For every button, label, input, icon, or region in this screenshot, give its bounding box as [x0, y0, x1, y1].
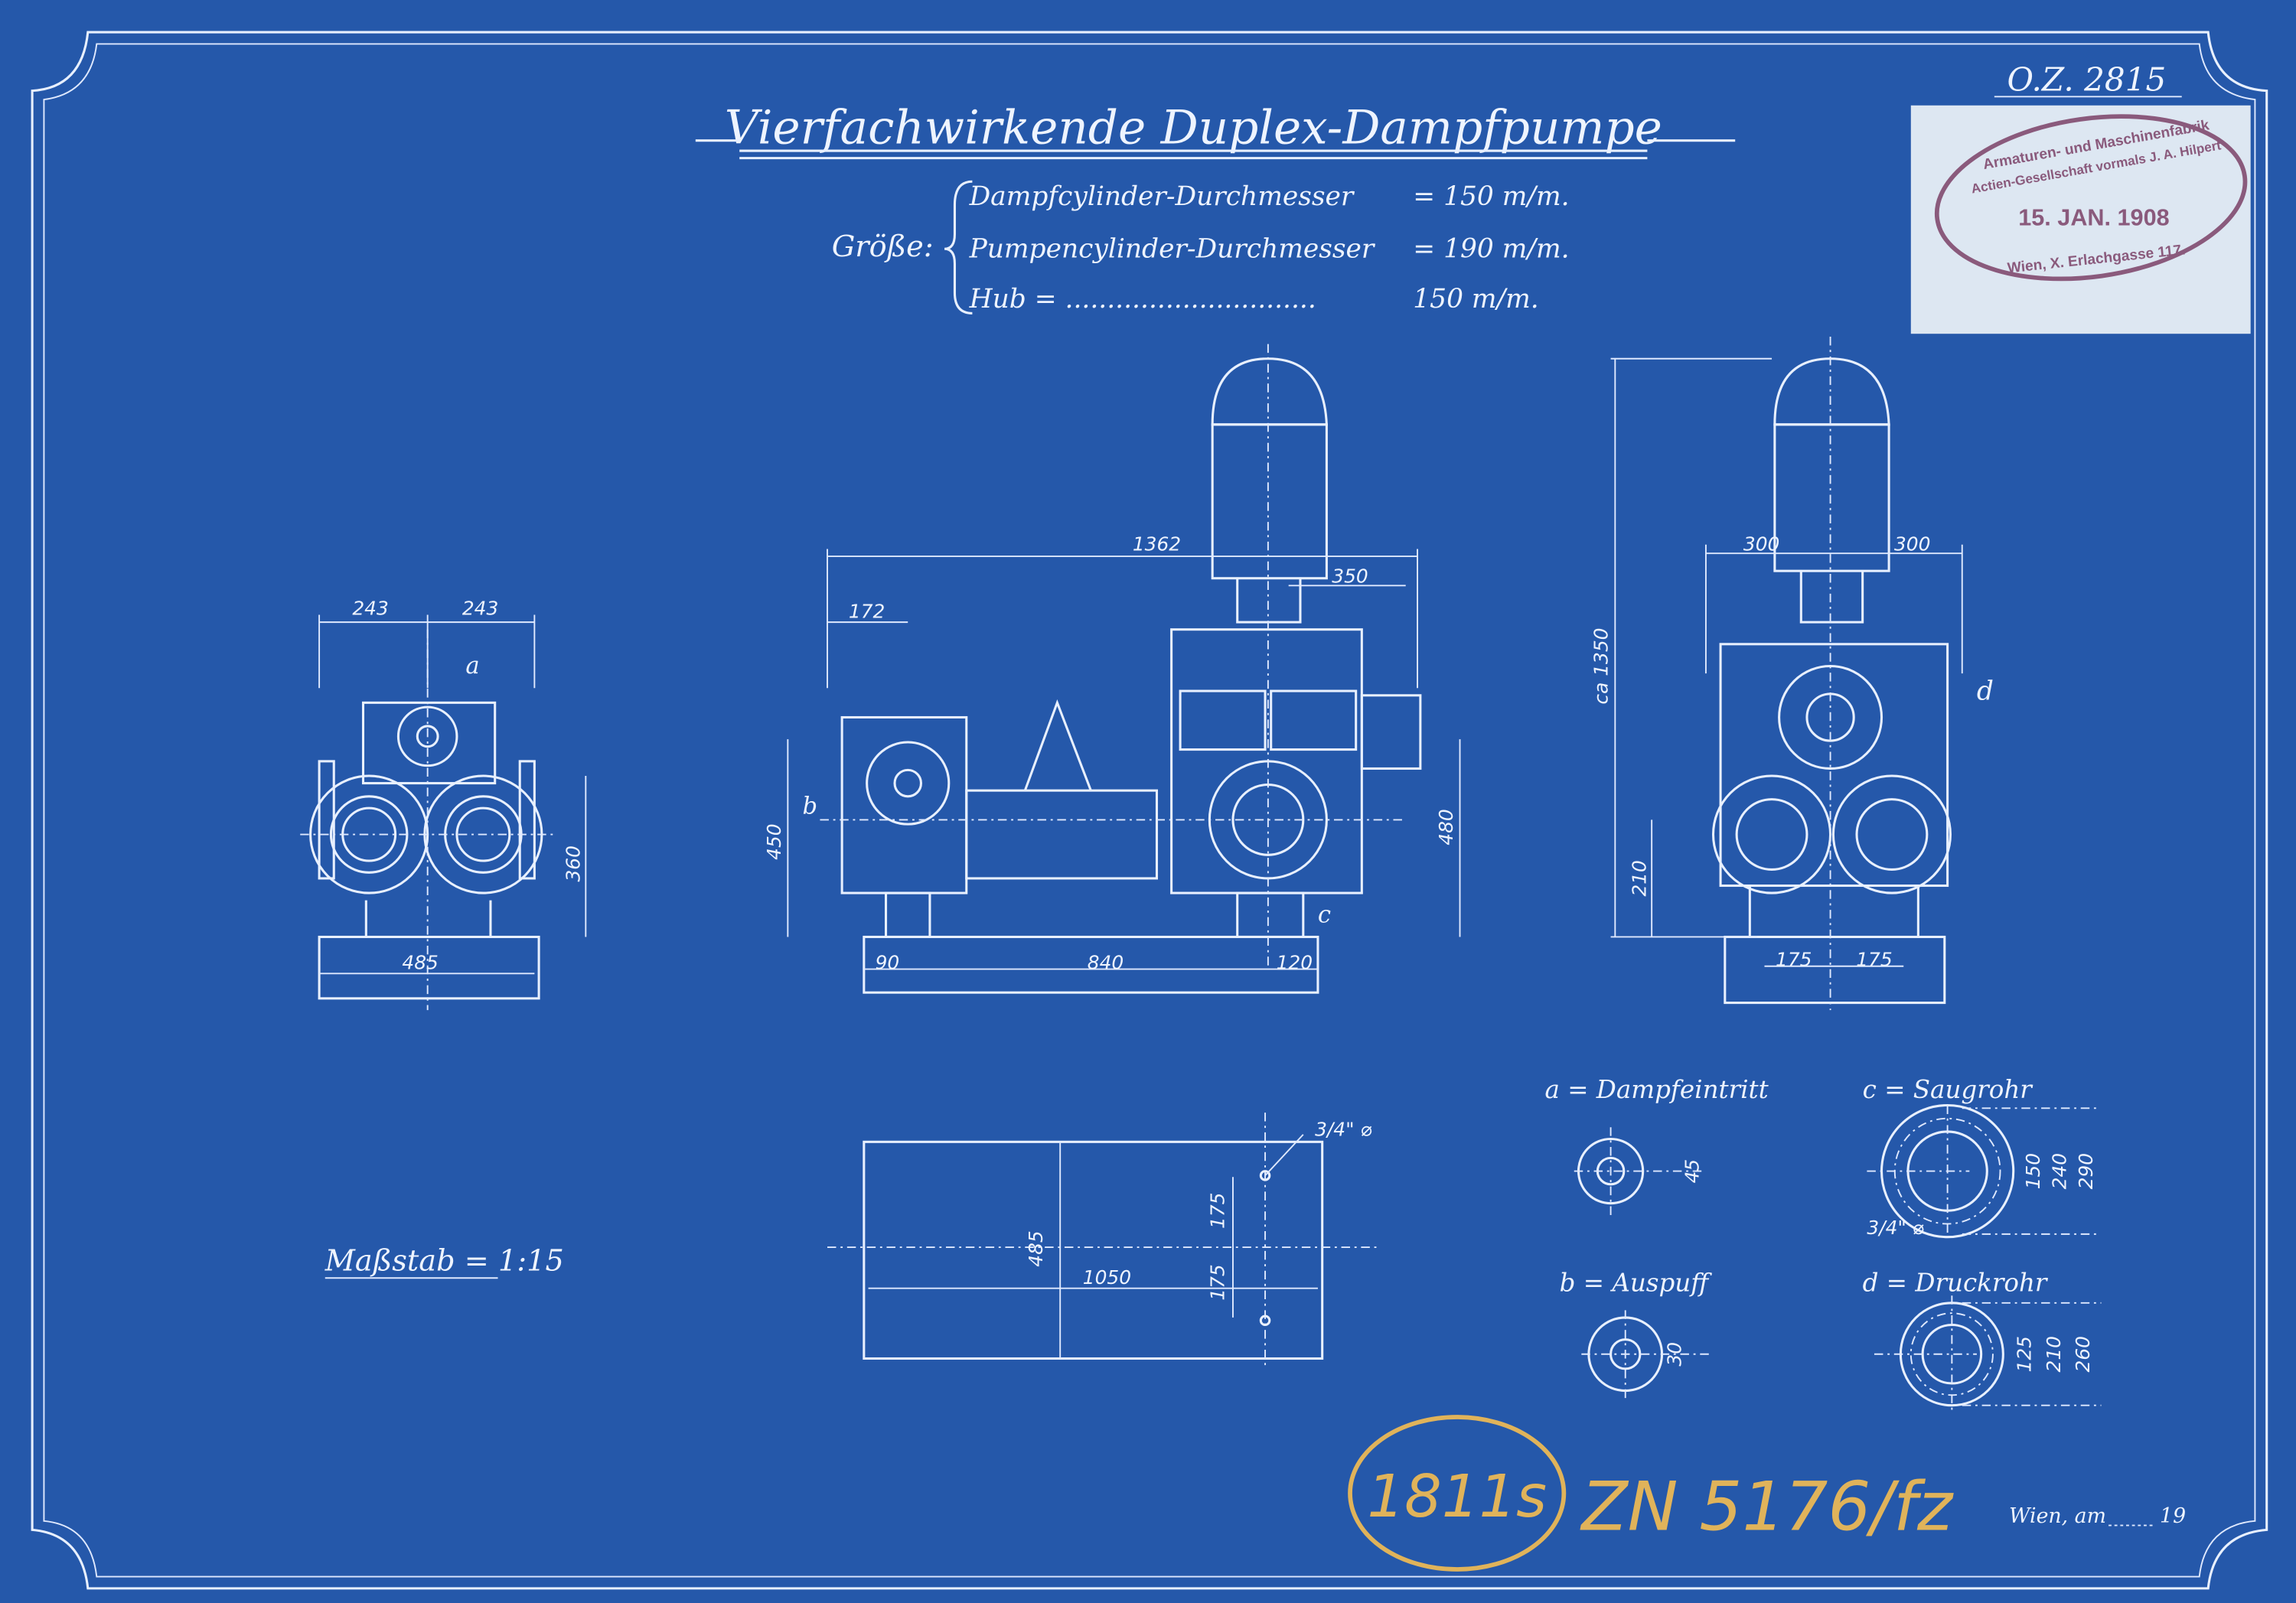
- spec-label: Dampfcylinder-Durchmesser: [969, 181, 1355, 212]
- dim-label: 840: [1088, 952, 1124, 974]
- marker-a: a: [465, 653, 479, 679]
- dim-label: 243: [462, 598, 498, 620]
- dim-label: 125: [2014, 1336, 2036, 1372]
- foundation-plan: 485 1050 175 175 3/4" ⌀: [827, 1113, 1377, 1369]
- bolt-note: 3/4" ⌀: [1867, 1217, 1923, 1239]
- dim-label: 300: [1894, 533, 1930, 555]
- dim-label: 300: [1743, 533, 1779, 555]
- dim-label: 210: [1629, 860, 1651, 896]
- dim-label: 120: [1277, 952, 1313, 974]
- dim-label: 150: [2022, 1153, 2044, 1189]
- year-prefix: 19: [2160, 1504, 2186, 1528]
- dim-label: 210: [2043, 1336, 2065, 1372]
- dim-label: 30: [1663, 1342, 1685, 1367]
- marker-c: c: [1318, 901, 1331, 928]
- dim-label: 243: [352, 598, 388, 620]
- dim-label: 172: [849, 600, 885, 622]
- dim-label: 485: [402, 952, 438, 974]
- dim-label: 260: [2072, 1336, 2094, 1372]
- dim-label: 240: [2049, 1153, 2071, 1189]
- dim-label: 450: [763, 823, 785, 859]
- flange-label: a = Dampfeintritt: [1544, 1075, 1769, 1104]
- dim-label: 485: [1025, 1230, 1047, 1266]
- spec-value: = 190 m/m.: [1413, 234, 1569, 265]
- circled-number-ring: [1348, 1415, 1567, 1572]
- dim-label: 175: [1856, 949, 1892, 971]
- marker-b: b: [802, 793, 817, 820]
- flange-label: b = Auspuff: [1560, 1268, 1713, 1297]
- flange-details: a = Dampfeintritt 45 c = Saugrohr 150 24…: [1544, 1075, 2102, 1413]
- dim-label: 350: [1332, 565, 1368, 587]
- bolt-note: 3/4" ⌀: [1315, 1119, 1371, 1141]
- flange-label: c = Saugrohr: [1863, 1075, 2034, 1104]
- dim-label: 360: [563, 845, 585, 881]
- front-view: 1362 172 350 450 480 90 840 120 b c: [763, 344, 1461, 994]
- dim-label: 1362: [1133, 533, 1181, 555]
- dim-label: 175: [1206, 1193, 1228, 1229]
- spec-value: = 150 m/m.: [1413, 181, 1569, 212]
- spec-value: 150 m/m.: [1413, 284, 1538, 314]
- spec-label: Hub = ..............................: [969, 284, 1316, 314]
- flange-label: d = Druckrohr: [1863, 1268, 2049, 1297]
- order-number: O.Z. 2815: [2007, 61, 2167, 99]
- archive-number: ZN 5176/fz: [1580, 1467, 1954, 1546]
- stamp-date: 15. JAN. 1908: [2018, 205, 2169, 231]
- place-date: Wien, am: [2009, 1504, 2106, 1528]
- dim-label: 290: [2075, 1153, 2097, 1189]
- sheet-border: [31, 31, 2268, 1590]
- size-label: Größe:: [832, 230, 934, 264]
- marker-d: d: [1977, 676, 1994, 707]
- archive-annotations: 1811s ZN 5176/fz Wien, am 19: [1348, 1415, 2186, 1572]
- dim-label: ca 1350: [1590, 627, 1613, 704]
- side-view: 243 243 485 360 a: [300, 598, 587, 1011]
- spec-label: Pumpencylinder-Durchmesser: [969, 234, 1376, 265]
- drawing-title: Vierfachwirkende Duplex-Dampfpumpe: [725, 100, 1662, 155]
- company-stamp: Armaturen- und Maschinenfabrik Actien-Ge…: [1910, 105, 2251, 334]
- end-view: 300 300 ca 1350 210 175 175 d: [1590, 337, 1994, 1011]
- stamp-paper: [1910, 105, 2251, 334]
- dim-label: 45: [1681, 1159, 1703, 1184]
- circled-number: 1811s: [1367, 1463, 1547, 1531]
- title-block: Vierfachwirkende Duplex-Dampfpumpe O.Z. …: [695, 61, 2182, 314]
- dim-label: 1050: [1083, 1266, 1131, 1289]
- dim-label: 175: [1776, 949, 1812, 971]
- dim-label: 175: [1206, 1264, 1228, 1300]
- scale-label: Maßstab = 1:15: [325, 1244, 564, 1279]
- dim-label: 90: [876, 952, 900, 974]
- dim-label: 480: [1435, 809, 1457, 845]
